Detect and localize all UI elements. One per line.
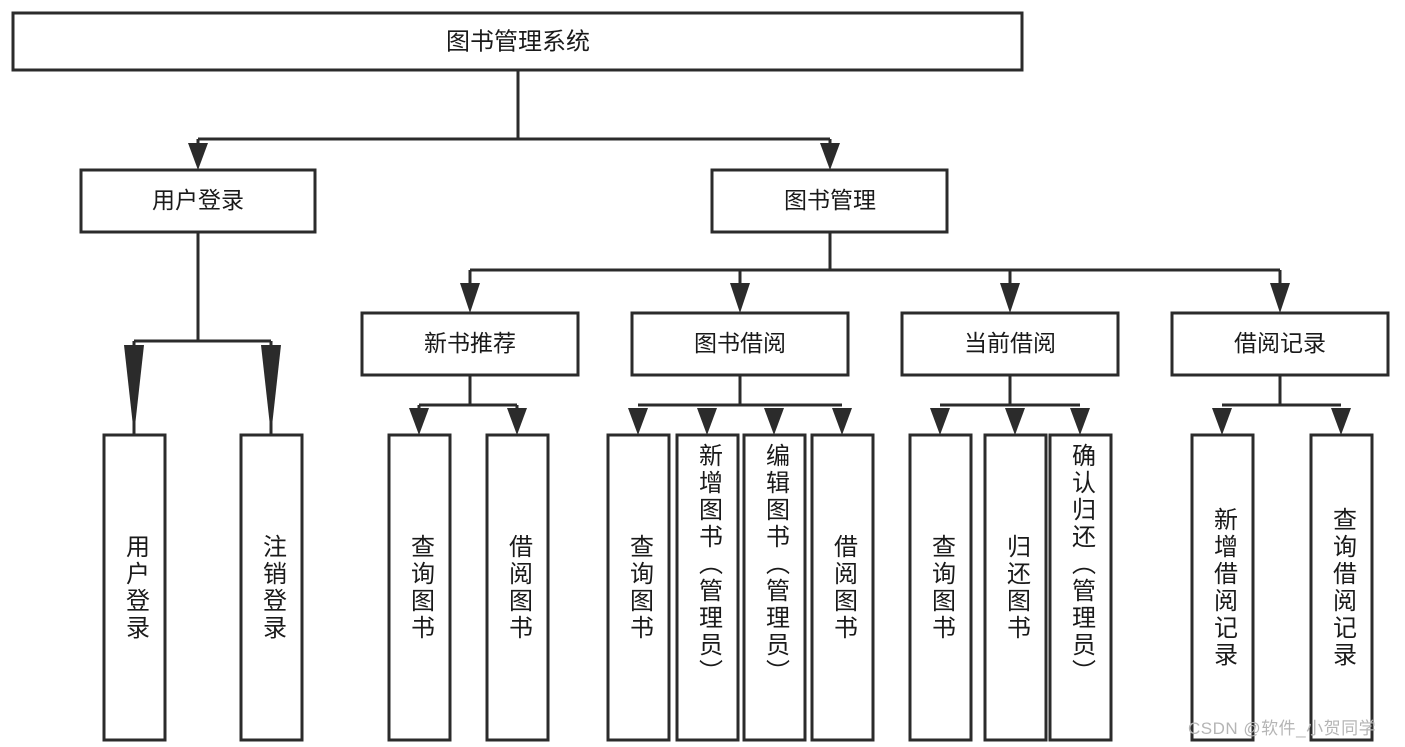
node-new-book-recommend-box[interactable]	[360, 311, 580, 377]
connectors-group	[124, 70, 1351, 435]
arrow-head-leaf-confirm-return-admin	[1070, 408, 1090, 435]
node-new-book-recommend-label: 新书推荐	[424, 330, 516, 356]
node-root[interactable]: 图书管理系统	[11, 11, 1024, 72]
arrow-head-book-management	[820, 143, 840, 170]
node-root-label: 图书管理系统	[446, 28, 590, 55]
arrow-head-leaf-borrow-book	[832, 408, 852, 435]
node-leaf-logout-login-box[interactable]	[239, 433, 304, 742]
arrow-head-current-borrow	[1000, 283, 1020, 313]
csdn-watermark: CSDN @软件_小贺同学	[1188, 719, 1377, 738]
node-borrow-record-label: 借阅记录	[1234, 330, 1326, 356]
node-current-borrow[interactable]: 当前借阅	[900, 311, 1120, 377]
arrow-head-leaf-borrow-book-rec	[507, 408, 527, 435]
node-user-login[interactable]: 用户登录	[79, 168, 317, 234]
arrow-head-book-borrow	[730, 283, 750, 313]
arrow-head-leaf-add-borrow-record	[1212, 408, 1232, 435]
arrow-head-leaf-return-book	[1005, 408, 1025, 435]
node-borrow-record-box[interactable]	[1170, 311, 1390, 377]
node-book-borrow-label: 图书借阅	[694, 330, 786, 356]
node-book-management[interactable]: 图书管理	[710, 168, 949, 234]
arrow-head-leaf-add-book-admin	[697, 408, 717, 435]
arrow-head-leaf-query-book-borrow	[628, 408, 648, 435]
node-book-borrow-box[interactable]	[630, 311, 850, 377]
arrow-head-user-login	[188, 143, 208, 170]
arrow-head-leaf-query-book-rec	[409, 408, 429, 435]
node-leaf-add-borrow-record-box[interactable]	[1190, 433, 1255, 742]
node-borrow-record[interactable]: 借阅记录	[1170, 311, 1390, 377]
node-user-login-label: 用户登录	[152, 187, 244, 213]
arrow-head-leaf-query-book-current	[930, 408, 950, 435]
node-book-borrow[interactable]: 图书借阅	[630, 311, 850, 377]
node-root-box[interactable]	[11, 11, 1024, 72]
node-leaf-confirm-return-admin-box[interactable]	[1048, 433, 1113, 742]
node-leaf-add-book-admin-box[interactable]	[675, 433, 740, 742]
node-current-borrow-box[interactable]	[900, 311, 1120, 377]
node-leaf-user-login-box[interactable]	[102, 433, 167, 742]
node-book-management-box[interactable]	[710, 168, 949, 234]
arrow-head-new-book-recommend	[460, 283, 480, 313]
node-leaf-edit-book-admin-box[interactable]	[742, 433, 807, 742]
node-leaf-return-book-box[interactable]	[983, 433, 1048, 742]
node-leaf-query-book-rec-box[interactable]	[387, 433, 452, 742]
node-leaf-borrow-book-rec-box[interactable]	[485, 433, 550, 742]
node-leaf-borrow-book-box[interactable]	[810, 433, 875, 742]
node-leaf-query-book-borrow-box[interactable]	[606, 433, 671, 742]
node-current-borrow-label: 当前借阅	[964, 330, 1056, 356]
node-book-management-label: 图书管理	[784, 187, 876, 213]
arrow-head-leaf-edit-book-admin	[764, 408, 784, 435]
arrow-head-leaf-query-borrow-record	[1331, 408, 1351, 435]
node-new-book-recommend[interactable]: 新书推荐	[360, 311, 580, 377]
nodes-group: 图书管理系统 用户登录 图书管理 新书推荐 图书借阅	[11, 11, 1390, 742]
node-user-login-box[interactable]	[79, 168, 317, 234]
node-leaf-query-book-current-box[interactable]	[908, 433, 973, 742]
node-leaf-query-borrow-record-box[interactable]	[1309, 433, 1374, 742]
arrow-head-borrow-record	[1270, 283, 1290, 313]
